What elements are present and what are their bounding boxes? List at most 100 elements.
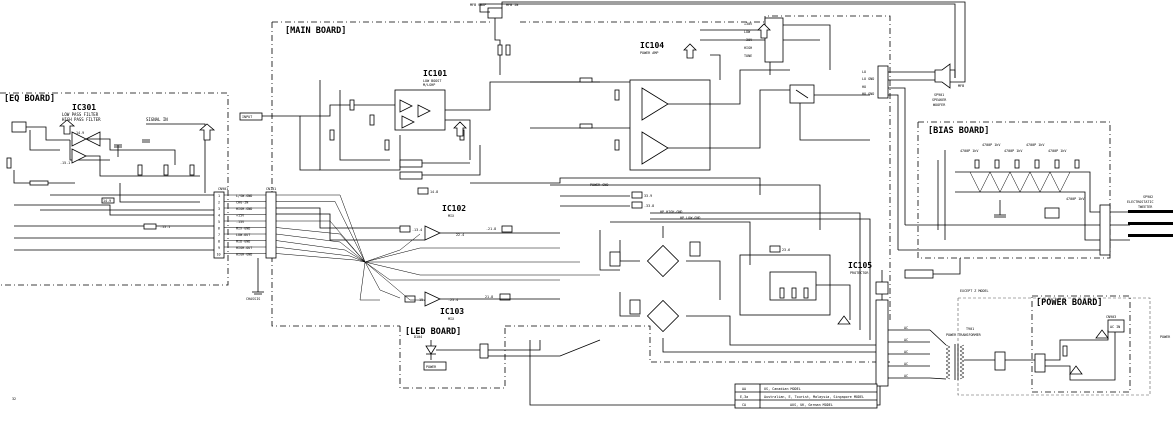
net-hp-high: HP HIGH-GND (660, 210, 682, 214)
electrostatic-label: ELECTROSTATIC (1127, 200, 1154, 204)
svg-text:+30V: +30V (744, 22, 752, 26)
svg-text:4700P 1kV: 4700P 1kV (960, 149, 978, 153)
mfb-in-label: MFB IN (506, 3, 518, 7)
led-board-title: [LED BOARD] (405, 327, 461, 337)
volt-v9: -33.8 (644, 204, 654, 208)
lo-label: LO (862, 70, 866, 74)
ic101-desc2: M/LGHP (423, 83, 435, 87)
volt-v3: 14.8 (430, 190, 438, 194)
input-label: INPUT (242, 115, 252, 119)
ic103-desc: MIX (448, 317, 455, 321)
svg-text:4700P 1kV: 4700P 1kV (982, 143, 1000, 147)
svg-text:4700P 1kV: 4700P 1kV (1004, 149, 1022, 153)
ac-in-label: AC IN (1110, 325, 1120, 329)
svg-text:TONE: TONE (744, 54, 752, 58)
svg-text:HIGH: HIGH (744, 46, 752, 50)
svg-text:HIGH-GND: HIGH-GND (236, 207, 252, 211)
led-board: [LED BOARD] D104 POWER (399, 326, 601, 389)
eq-volt-1: 14.9 (103, 199, 111, 203)
bias-board: [BIAS BOARD] 4700P 1kV 4700P 1kV 4700P 1… (898, 121, 1173, 279)
volt-v4: -13.4 (412, 228, 422, 232)
model-row-1-desc: Australian, E, Tourist, Malaysia, Singap… (764, 395, 864, 399)
svg-text:3: 3 (218, 207, 220, 211)
ic103-label: IC103 (440, 307, 464, 316)
woofer-label: WOOFER (933, 103, 946, 107)
eq-connector-pins: 1 2 3 4 5 6 7 8 9 10 (217, 194, 221, 257)
tweeter-label: TWEETER (1138, 205, 1153, 209)
harness: L/SW-GND CHG-IN HIGH-GND +15V -15V MIX-G… (12, 187, 277, 401)
ho-label: HO (862, 85, 866, 89)
svg-text:-30V: -30V (744, 38, 752, 42)
bias-ladder (969, 159, 1080, 193)
svg-text:1: 1 (218, 194, 220, 198)
harness-fan (275, 194, 600, 301)
ic301-label: IC301 (72, 103, 96, 112)
volt-v8: 33.9 (644, 194, 652, 198)
power-board-title: [POWER BOARD] (1036, 298, 1103, 308)
cn101-label: CN101 (266, 187, 276, 191)
mfb-snap-label: MFB SNAP (470, 3, 486, 7)
ic102-desc: MIX (448, 214, 455, 218)
volt-v10: 23.6 (782, 248, 790, 252)
harness-labels: L/SW-GND CHG-IN HIGH-GND +15V -15V MIX-G… (236, 194, 252, 257)
main-board-frame: [MAIN BOARD] (271, 15, 891, 363)
eq-board-circuit: 14.9 -15.1 1 2 3 4 5 6 7 8 9 10 (6, 119, 225, 259)
d104-label: D104 (414, 335, 422, 339)
svg-text:-15V: -15V (236, 220, 244, 224)
volt-v6: -21.8 (486, 227, 496, 231)
model-row-0-desc: US, Canadian MODEL (764, 387, 801, 391)
page-number: 32 (12, 397, 16, 401)
svg-text:LOW: LOW (744, 30, 751, 34)
svg-text:CHG-IN: CHG-IN (236, 201, 248, 205)
eq-board-title: [EQ BOARD] (4, 94, 55, 104)
volt-v7: -25.4 (448, 298, 458, 302)
chassis-label: CHASSIS (246, 297, 260, 301)
model-row-0-code: AA (742, 387, 746, 391)
ic104-label: IC104 (640, 41, 664, 50)
svg-text:AC: AC (904, 338, 908, 342)
svg-text:6: 6 (218, 227, 220, 231)
volt-v5: 22.4 (456, 233, 464, 237)
svg-text:HIGH-GND: HIGH-GND (236, 253, 252, 257)
bias-board-title: [BIAS BOARD] (928, 126, 989, 136)
net-powergnd: POWER-GND (590, 183, 608, 187)
svg-text:4700P 1kV: 4700P 1kV (1066, 197, 1084, 201)
svg-text:4700P 1kV: 4700P 1kV (1026, 143, 1044, 147)
cn903-label: CN903 (1106, 315, 1116, 319)
svg-text:8: 8 (218, 240, 220, 244)
eq-volt-13: 14.9 (76, 131, 84, 135)
svg-text:L/SW-GND: L/SW-GND (236, 194, 252, 198)
model-table: AA US, Canadian MODEL E,3a Australian, E… (734, 383, 878, 409)
except-model-label: EXCEPT Z MODEL (960, 289, 989, 293)
svg-text:10: 10 (217, 253, 221, 257)
mfb-label: MFB (958, 84, 964, 88)
model-row-2-desc: AUS, UK, German MODEL (790, 403, 833, 407)
main-board-title: [MAIN BOARD] (285, 26, 346, 36)
model-row-2-code: CA (742, 403, 746, 407)
svg-text:+15V: +15V (236, 214, 244, 218)
bias-cap-values: 4700P 1kV 4700P 1kV 4700P 1kV 4700P 1kV … (960, 143, 1084, 201)
ic301-desc2: HIGH PASS FILTER (62, 117, 101, 122)
ic301-desc1: LOW PASS FILTER (62, 112, 99, 117)
power-led-label: POWER (426, 365, 437, 369)
t901-label: T901 (966, 327, 974, 331)
main-board-circuit: INPUT IC101 LOW BOOST M/LGHP MFB SNAP MF… (239, 1, 966, 406)
lo-gnd-label: LO GND (862, 77, 874, 81)
sp901-label: SP901 (934, 93, 944, 97)
volt-v12: 21.8 (485, 295, 493, 299)
model-row-1-code: E,3a (740, 395, 748, 399)
eq-volt-2: -15.1 (160, 225, 170, 229)
svg-text:5: 5 (218, 220, 220, 224)
svg-text:AC: AC (904, 362, 908, 366)
ic104-desc1: POWER AMP (640, 51, 658, 55)
eq-volt-14: -15.1 (60, 161, 70, 165)
top-pin-labels: +30V LOW -30V HIGH TONE (744, 22, 752, 58)
svg-text:LOW-OUT: LOW-OUT (236, 233, 250, 237)
svg-text:MID-GND: MID-GND (236, 240, 250, 244)
svg-text:9: 9 (218, 246, 220, 250)
svg-text:AC: AC (904, 374, 908, 378)
ic105-label: IC105 (848, 261, 872, 270)
ic101-desc1: LOW BOOST (423, 79, 441, 83)
svg-text:HIGH-OUT: HIGH-OUT (236, 246, 252, 250)
